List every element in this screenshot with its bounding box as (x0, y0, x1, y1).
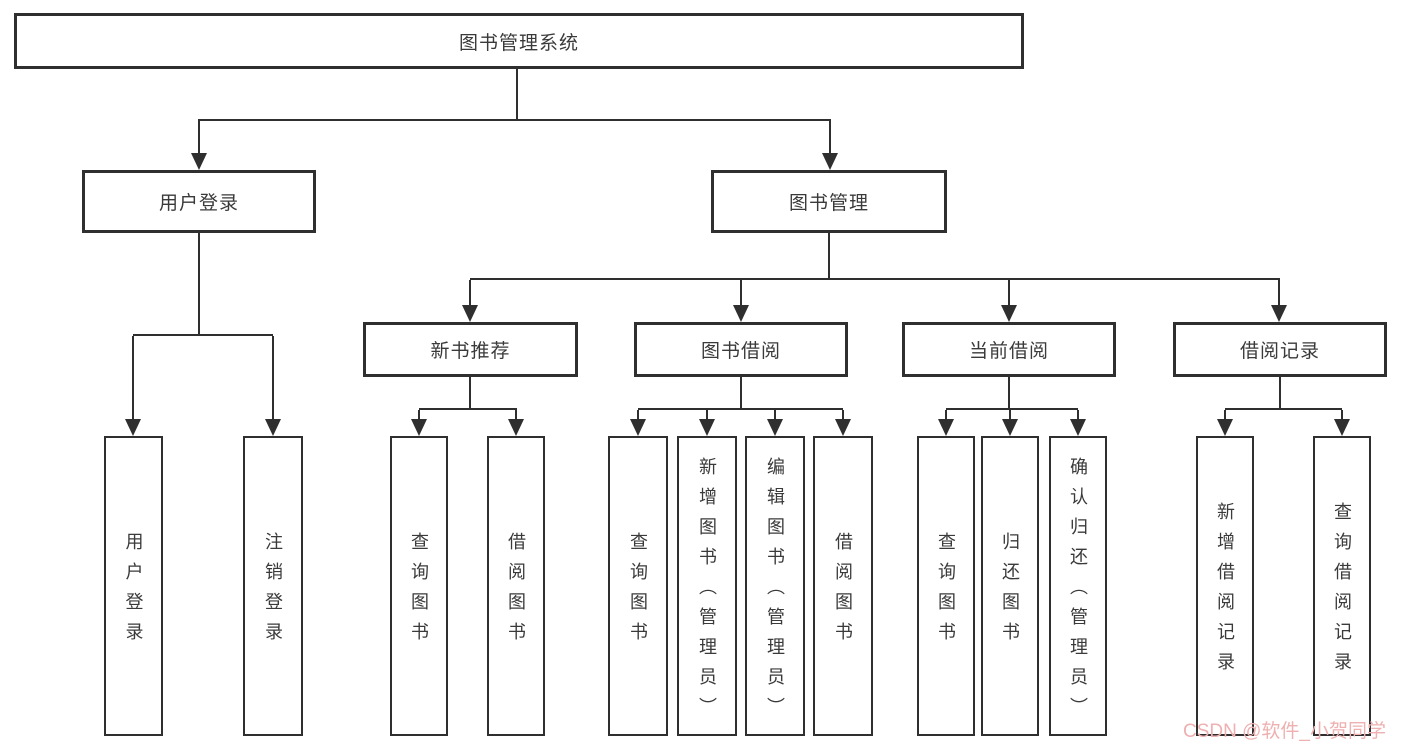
connector-stem (198, 233, 200, 336)
connector-drop (132, 336, 134, 422)
node-user-login: 用户登录 (82, 170, 316, 233)
leaf-current-query-books: 查询图书 (917, 436, 975, 736)
leaf-label: 借阅图书 (506, 532, 526, 652)
leaf-label: 查询图书 (628, 532, 648, 652)
connector-drop (515, 410, 517, 422)
connector-drop (1224, 410, 1226, 422)
arrow-down-icon (1271, 305, 1287, 322)
node-root-label: 图书管理系统 (458, 32, 579, 54)
leaf-user-login: 用户登录 (104, 436, 163, 736)
connector-drop (774, 410, 776, 422)
connector-drop (1278, 280, 1280, 308)
section-label: 当前借阅 (968, 341, 1049, 362)
arrow-down-icon (265, 419, 281, 436)
connector-drop (418, 410, 420, 422)
leaf-label: 借阅图书 (833, 532, 853, 652)
leaf-label: 查询借阅记录 (1332, 502, 1352, 682)
connector-rail (1225, 408, 1342, 410)
leaf-borrow-edit-books-admin: 编辑图书（管理员） (745, 436, 805, 736)
leaf-borrow-add-books-admin: 新增图书（管理员） (677, 436, 737, 736)
arrow-down-icon (1217, 419, 1233, 436)
arrow-down-icon (630, 419, 646, 436)
connector-drop (469, 280, 471, 308)
node-user-login-label: 用户登录 (158, 193, 239, 214)
connector-stem (740, 377, 742, 410)
connector-drop (740, 280, 742, 308)
node-borrow-records: 借阅记录 (1173, 322, 1387, 377)
connector-stem (469, 377, 471, 410)
arrow-down-icon (699, 419, 715, 436)
connector-drop (637, 410, 639, 422)
leaf-label: 注销登录 (263, 532, 283, 652)
arrow-down-icon (767, 419, 783, 436)
leaf-label: 用户登录 (123, 532, 144, 652)
leaf-records-query-record: 查询借阅记录 (1313, 436, 1371, 736)
leaf-records-add-record: 新增借阅记录 (1196, 436, 1254, 736)
connector-stem (828, 233, 830, 280)
connector-rail (198, 119, 831, 121)
arrow-down-icon (1334, 419, 1350, 436)
leaf-newbook-borrow-books: 借阅图书 (487, 436, 545, 736)
connector-rail (133, 334, 273, 336)
leaf-label: 编辑图书（管理员） (765, 457, 785, 727)
arrow-down-icon (191, 153, 207, 170)
leaf-logout: 注销登录 (243, 436, 303, 736)
arrow-down-icon (411, 419, 427, 436)
connector-drop (706, 410, 708, 422)
leaf-label: 确认归还（管理员） (1068, 457, 1088, 727)
leaf-label: 新增图书（管理员） (697, 457, 717, 727)
arrow-down-icon (1070, 419, 1086, 436)
arrow-down-icon (822, 153, 838, 170)
connector-drop (829, 121, 831, 156)
connector-rail (946, 408, 1078, 410)
connector-drop (272, 336, 274, 422)
leaf-label: 新增借阅记录 (1215, 502, 1235, 682)
arrow-down-icon (125, 419, 141, 436)
section-label: 图书借阅 (700, 341, 781, 362)
connector-drop (945, 410, 947, 422)
leaf-label: 归还图书 (1000, 532, 1020, 652)
node-book-management: 图书管理 (711, 170, 947, 233)
connector-stem (516, 69, 518, 121)
arrow-down-icon (733, 305, 749, 322)
leaf-borrow-borrow-books: 借阅图书 (813, 436, 873, 736)
connector-rail (419, 408, 517, 410)
connector-rail (470, 278, 1280, 280)
leaf-current-confirm-return-admin: 确认归还（管理员） (1049, 436, 1107, 736)
csdn-watermark: CSDN @软件_小贺同学 (1183, 721, 1386, 742)
connector-drop (1341, 410, 1343, 422)
connector-drop (1009, 410, 1011, 422)
section-label: 借阅记录 (1239, 341, 1320, 362)
node-current-borrow: 当前借阅 (902, 322, 1116, 377)
leaf-newbook-query-books: 查询图书 (390, 436, 448, 736)
connector-rail (638, 408, 843, 410)
connector-drop (842, 410, 844, 422)
connector-stem (1008, 377, 1010, 410)
arrow-down-icon (1002, 419, 1018, 436)
section-label: 新书推荐 (430, 341, 511, 362)
leaf-label: 查询图书 (936, 532, 956, 652)
leaf-label: 查询图书 (409, 532, 429, 652)
connector-drop (1008, 280, 1010, 308)
arrow-down-icon (1001, 305, 1017, 322)
arrow-down-icon (835, 419, 851, 436)
connector-drop (198, 121, 200, 156)
connector-drop (1077, 410, 1079, 422)
arrow-down-icon (462, 305, 478, 322)
node-root: 图书管理系统 (14, 13, 1024, 69)
node-new-book-recommend: 新书推荐 (363, 322, 578, 377)
arrow-down-icon (508, 419, 524, 436)
node-book-management-label: 图书管理 (788, 193, 869, 214)
arrow-down-icon (938, 419, 954, 436)
leaf-borrow-query-books: 查询图书 (608, 436, 668, 736)
connector-stem (1279, 377, 1281, 410)
node-book-borrow: 图书借阅 (634, 322, 848, 377)
leaf-current-return-books: 归还图书 (981, 436, 1039, 736)
